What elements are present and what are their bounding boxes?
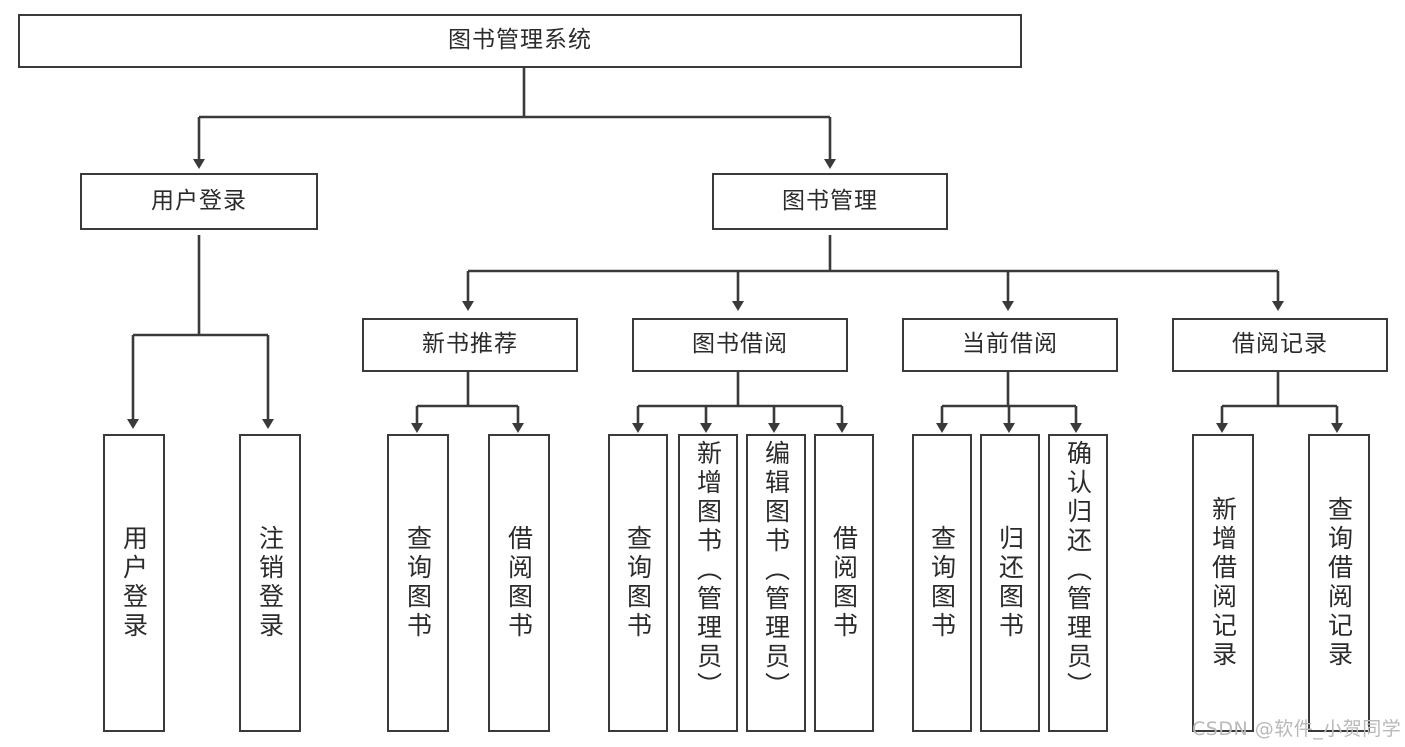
node-leaf-add-record-label: 新增借阅记录 [1208,496,1238,670]
node-user-login[interactable]: 用户登录 [80,173,318,230]
node-leaf-query-record[interactable]: 查询借阅记录 [1308,434,1370,732]
node-leaf-confirm-return[interactable]: 确认归还（管理员） [1048,434,1108,732]
node-current-borrow[interactable]: 当前借阅 [902,318,1118,372]
node-leaf-borrow-book-1-label: 借阅图书 [504,525,534,641]
node-new-book-recommend[interactable]: 新书推荐 [362,318,578,372]
node-borrow-record-label: 借阅记录 [1232,331,1328,358]
node-book-management-label: 图书管理 [782,187,878,214]
node-leaf-edit-book-label: 编辑图书（管理员） [761,440,791,701]
watermark: CSDN @软件_小贺同学 [1192,718,1402,740]
node-leaf-query-book-1[interactable]: 查询图书 [387,434,449,732]
node-root-label: 图书管理系统 [448,27,592,54]
node-book-borrow-label: 图书借阅 [692,331,788,358]
node-leaf-confirm-return-label: 确认归还（管理员） [1063,440,1093,701]
node-new-book-recommend-label: 新书推荐 [422,331,518,358]
node-leaf-borrow-book-1[interactable]: 借阅图书 [488,434,550,732]
node-borrow-record[interactable]: 借阅记录 [1172,318,1388,372]
node-book-management[interactable]: 图书管理 [712,173,948,230]
node-leaf-query-book-1-label: 查询图书 [403,525,433,641]
node-leaf-borrow-book-2[interactable]: 借阅图书 [814,434,874,732]
node-root[interactable]: 图书管理系统 [18,14,1022,68]
node-leaf-add-book-label: 新增图书（管理员） [693,440,723,701]
node-leaf-query-record-label: 查询借阅记录 [1324,496,1354,670]
node-leaf-user-login[interactable]: 用户登录 [103,434,165,732]
node-leaf-edit-book[interactable]: 编辑图书（管理员） [746,434,806,732]
node-leaf-return-book-label: 归还图书 [995,525,1025,641]
node-leaf-query-book-2-label: 查询图书 [623,525,653,641]
node-leaf-add-book[interactable]: 新增图书（管理员） [678,434,738,732]
node-current-borrow-label: 当前借阅 [962,331,1058,358]
node-book-borrow[interactable]: 图书借阅 [632,318,848,372]
node-leaf-logout[interactable]: 注销登录 [239,434,301,732]
node-user-login-label: 用户登录 [151,187,247,214]
node-leaf-borrow-book-2-label: 借阅图书 [829,525,859,641]
node-leaf-return-book[interactable]: 归还图书 [980,434,1040,732]
node-leaf-query-book-2[interactable]: 查询图书 [608,434,668,732]
node-leaf-user-login-label: 用户登录 [119,525,149,641]
node-leaf-query-book-3-label: 查询图书 [927,525,957,641]
node-leaf-add-record[interactable]: 新增借阅记录 [1192,434,1254,732]
node-leaf-query-book-3[interactable]: 查询图书 [912,434,972,732]
node-leaf-logout-label: 注销登录 [255,525,285,641]
